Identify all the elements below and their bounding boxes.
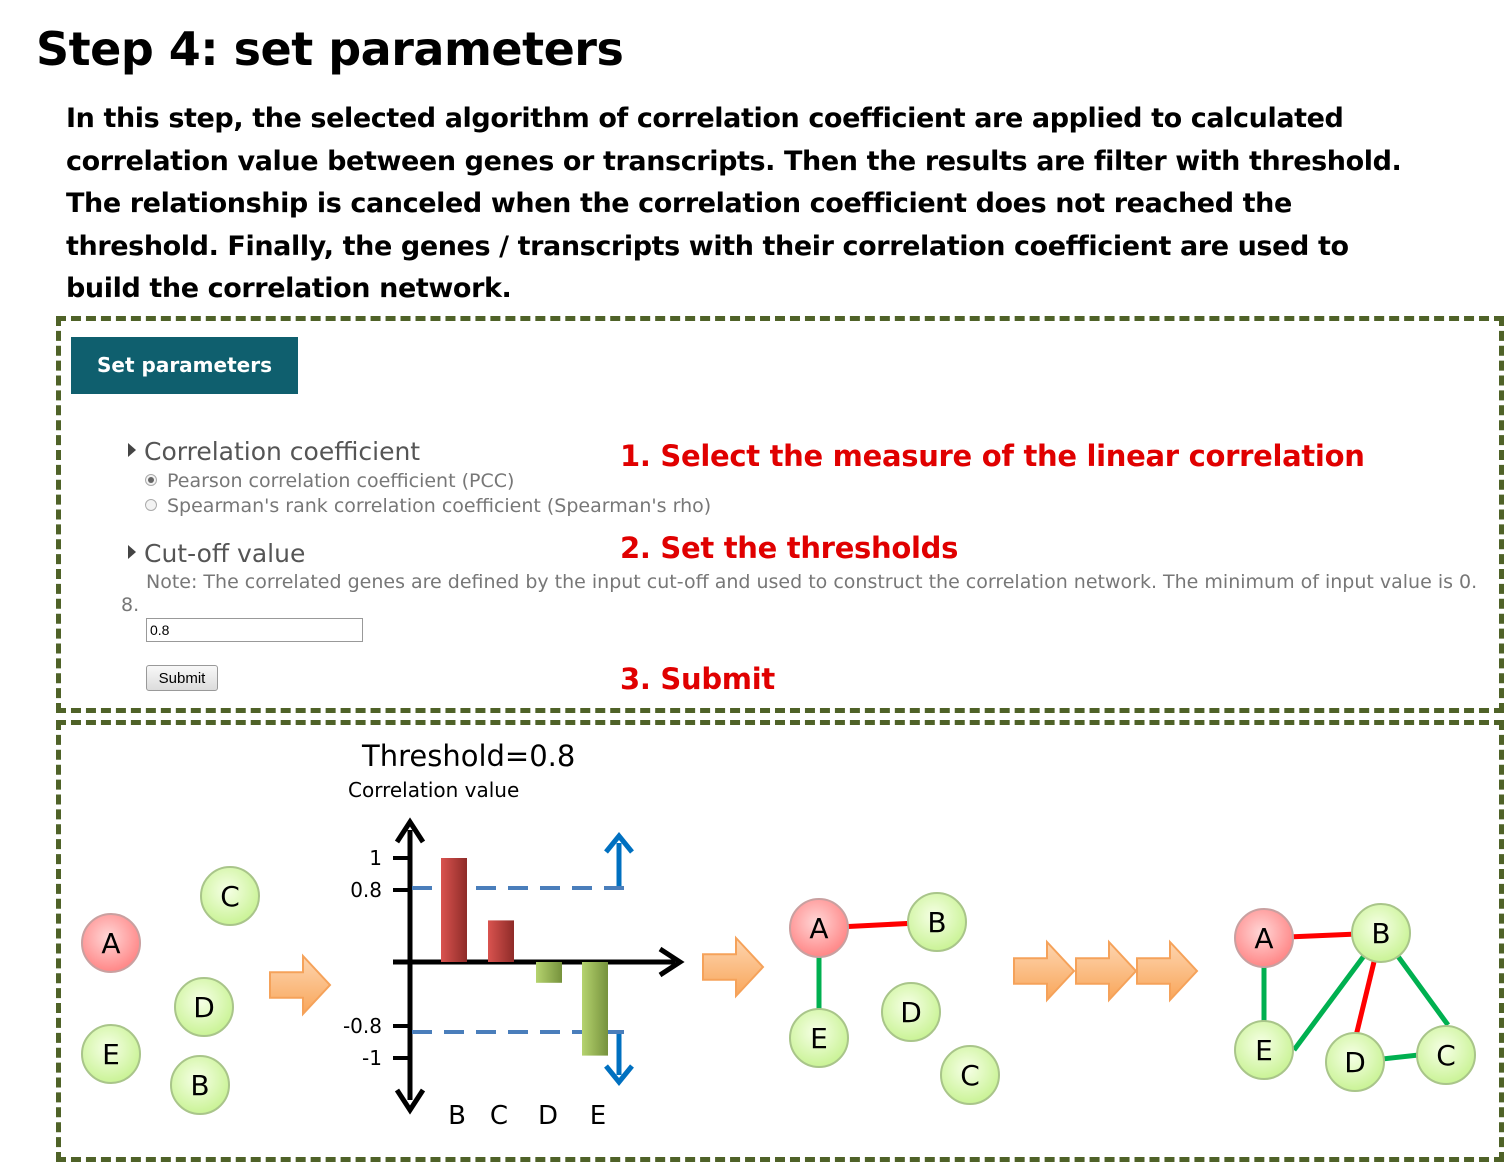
spearman-label: Spearman's rank correlation coefficient … [167, 495, 712, 517]
node-A: A [81, 913, 141, 973]
node-C: C [1416, 1025, 1476, 1085]
instruction-1: 1. Select the measure of the linear corr… [620, 439, 1365, 473]
threshold-label: Threshold=0.8 [361, 739, 575, 773]
node-B: B [1351, 903, 1411, 963]
node-label: A [101, 927, 120, 960]
instruction-3: 3. Submit [620, 662, 775, 696]
node-D: D [174, 977, 234, 1037]
bar-B [441, 858, 467, 962]
node-label: E [810, 1022, 828, 1055]
flow-arrow-icon [1136, 939, 1199, 1003]
bar-label-B: B [448, 1101, 466, 1131]
node-label: A [809, 912, 828, 945]
correlation-section-heading[interactable]: Correlation coefficient [128, 437, 420, 466]
y-axis-arrow-top [394, 817, 426, 844]
bar-label-C: C [490, 1101, 508, 1131]
node-label: C [960, 1059, 980, 1092]
node-label: C [1436, 1039, 1456, 1072]
node-E: E [789, 1008, 849, 1068]
node-label: D [1344, 1046, 1366, 1079]
node-B: B [170, 1055, 230, 1115]
flow-arrow-icon [702, 935, 765, 999]
network-illustration-panel [56, 720, 1504, 1162]
flow-arrow-icon [1075, 939, 1138, 1003]
x-axis-arrow [658, 946, 685, 978]
y-axis-arrow-bottom [394, 1088, 426, 1115]
bar-C [488, 920, 514, 962]
cutoff-note: Note: The correlated genes are defined b… [121, 571, 1478, 616]
cutoff-input[interactable] [146, 618, 363, 642]
pcc-radio[interactable] [145, 474, 157, 486]
flow-arrow-icon [269, 953, 332, 1017]
expand-triangle-icon [128, 545, 136, 559]
intro-line: build the correlation network. [66, 273, 512, 304]
flow-arrow-icon [1013, 939, 1076, 1003]
node-D: D [881, 982, 941, 1042]
intro-line: correlation value between genes or trans… [66, 145, 1402, 177]
y-tick-label: 1 [369, 846, 382, 870]
bar-label-E: E [590, 1101, 606, 1131]
y-tick-label: -0.8 [343, 1014, 382, 1038]
y-axis-label: Correlation value [348, 778, 519, 802]
submit-button[interactable]: Submit [146, 665, 218, 691]
node-label: E [1255, 1034, 1273, 1067]
cutoff-section-heading[interactable]: Cut-off value [128, 539, 305, 568]
node-E: E [81, 1024, 141, 1084]
bar-label-D: D [538, 1101, 558, 1131]
node-label: D [900, 996, 922, 1029]
node-C: C [940, 1045, 1000, 1105]
intro-line: The relationship is canceled when the co… [66, 188, 1292, 219]
pcc-option[interactable]: Pearson correlation coefficient (PCC) [145, 470, 514, 492]
arrow-down-icon [604, 1034, 634, 1086]
node-label: B [190, 1069, 209, 1102]
y-tick-label: -1 [362, 1046, 382, 1070]
bar-D [536, 962, 562, 983]
arrow-up-icon [604, 832, 634, 886]
node-label: A [1254, 922, 1273, 955]
cutoff-heading-label: Cut-off value [144, 539, 306, 568]
node-label: B [1371, 917, 1390, 950]
node-label: E [102, 1038, 120, 1071]
expand-triangle-icon [128, 443, 136, 457]
intro-paragraph: In this step, the selected algorithm of … [66, 98, 1486, 311]
node-label: C [220, 880, 240, 913]
node-label: D [193, 991, 215, 1024]
intro-line: threshold. Finally, the genes / transcri… [66, 230, 1349, 262]
page-title: Step 4: set parameters [36, 22, 624, 76]
spearman-radio[interactable] [145, 499, 157, 511]
y-tick-label: 0.8 [350, 878, 382, 902]
bar-E [582, 962, 608, 1056]
node-C: C [200, 866, 260, 926]
node-D: D [1325, 1032, 1385, 1092]
correlation-heading-label: Correlation coefficient [144, 437, 421, 466]
node-B: B [907, 892, 967, 952]
spearman-option[interactable]: Spearman's rank correlation coefficient … [145, 495, 711, 517]
instruction-2: 2. Set the thresholds [620, 531, 959, 565]
node-E: E [1234, 1020, 1294, 1080]
parameters-panel [56, 316, 1504, 713]
intro-line: In this step, the selected algorithm of … [66, 103, 1344, 134]
pcc-label: Pearson correlation coefficient (PCC) [167, 470, 515, 492]
node-A: A [1234, 908, 1294, 968]
node-label: B [927, 906, 946, 939]
set-parameters-header[interactable]: Set parameters [71, 337, 298, 394]
node-A: A [789, 898, 849, 958]
